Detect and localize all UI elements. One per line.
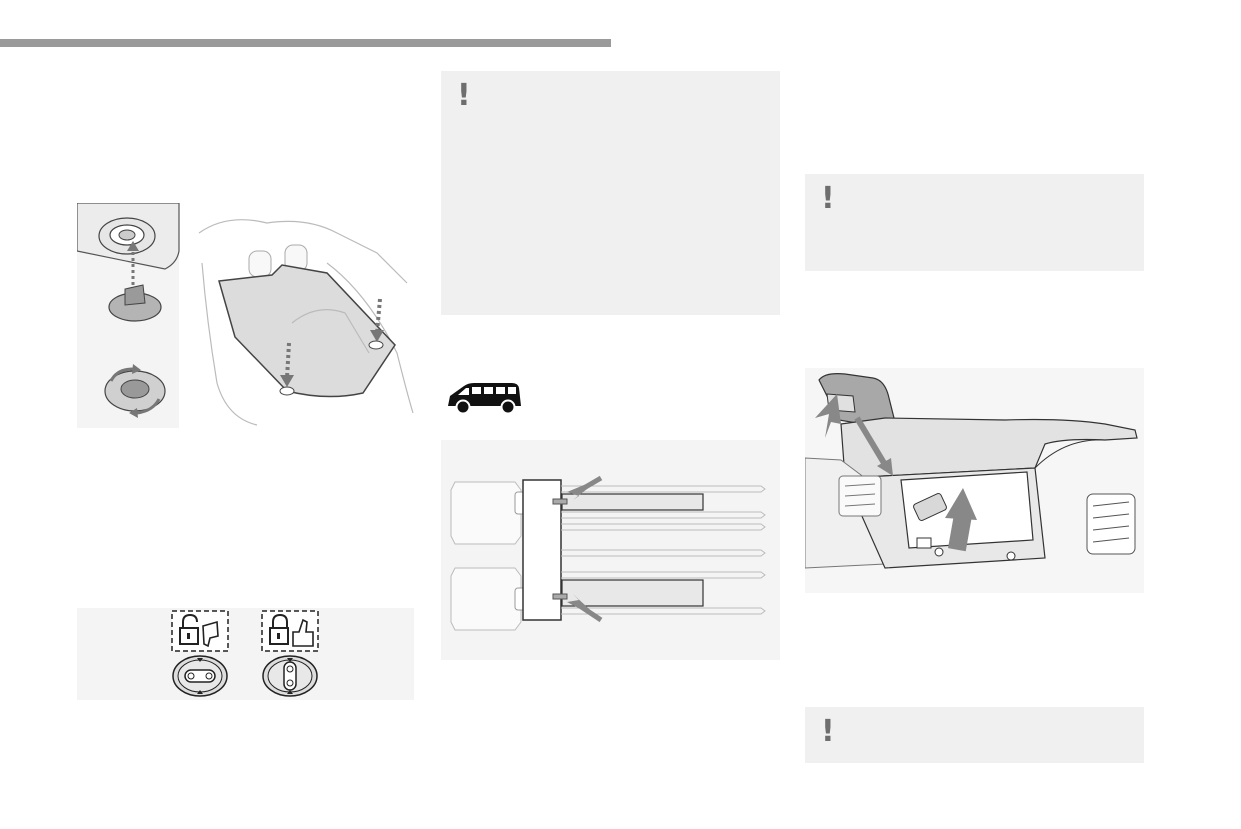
warning-icon: ! <box>821 181 835 216</box>
warning-box-upper: ! <box>805 174 1144 271</box>
floor-mat-illustration <box>77 203 414 428</box>
section-header-bar <box>0 39 611 47</box>
seat-rails-illustration <box>441 440 780 660</box>
glovebox-illustration <box>805 368 1144 593</box>
lock-state-illustration <box>77 608 414 700</box>
warning-box-seat: ! <box>441 71 780 315</box>
warning-box-lower: ! <box>805 707 1144 763</box>
van-icon <box>446 380 522 416</box>
warning-icon: ! <box>821 714 835 749</box>
warning-icon: ! <box>457 78 471 113</box>
